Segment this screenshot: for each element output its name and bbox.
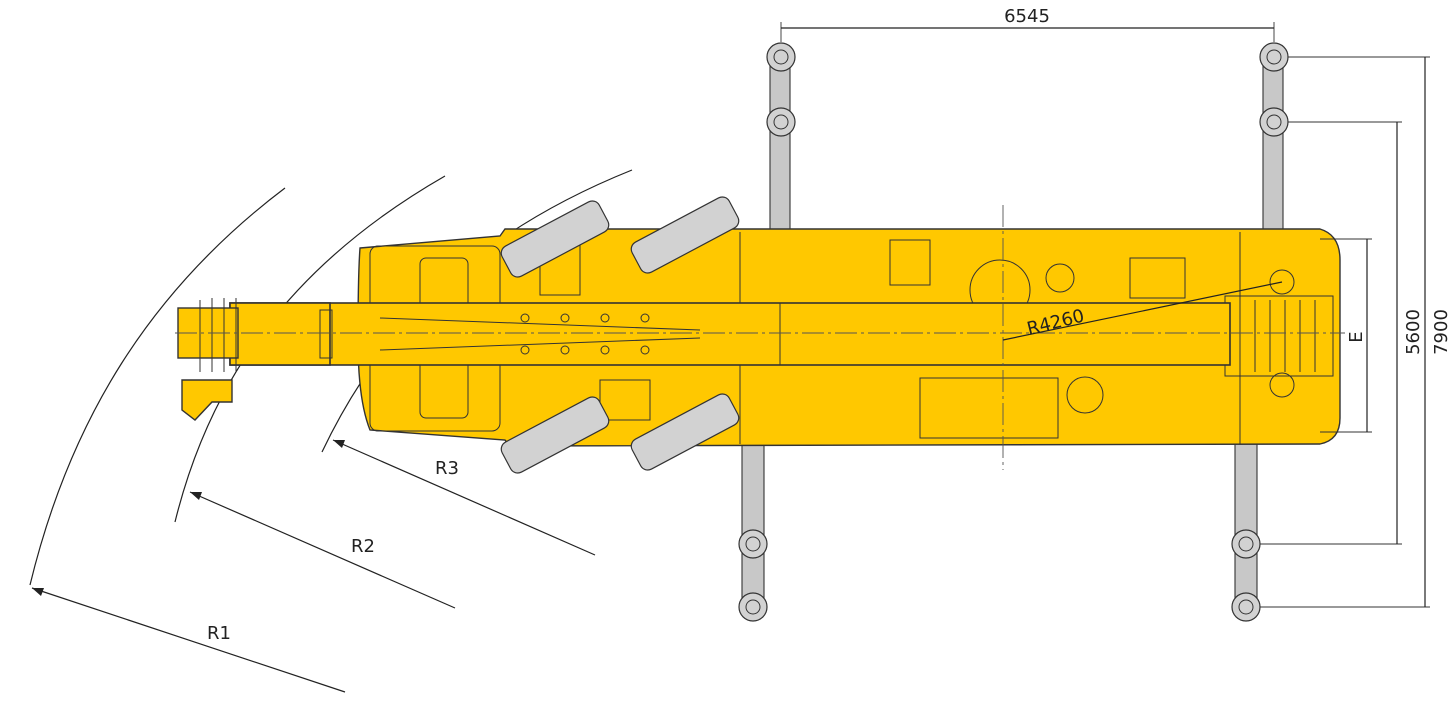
dim-outrigger-width-mid: 5600 [1403, 309, 1424, 355]
radius-arc-r1 [29, 187, 286, 586]
dim-outrigger-width-full: 7900 [1431, 309, 1449, 355]
outrigger-pads [738, 42, 1289, 622]
radius-leaders [31, 439, 596, 693]
boom-head [177, 298, 239, 421]
label-radius-2: R2 [351, 536, 375, 557]
boom [177, 298, 1231, 421]
dim-track-width: E [1346, 331, 1367, 342]
label-radius-1: R1 [207, 623, 231, 644]
dim-outrigger-span-length: 6545 [1004, 6, 1050, 27]
center-lines [175, 205, 1345, 470]
label-radius-3: R3 [435, 458, 459, 479]
dimension-lines [780, 22, 1430, 608]
tires [500, 196, 740, 474]
